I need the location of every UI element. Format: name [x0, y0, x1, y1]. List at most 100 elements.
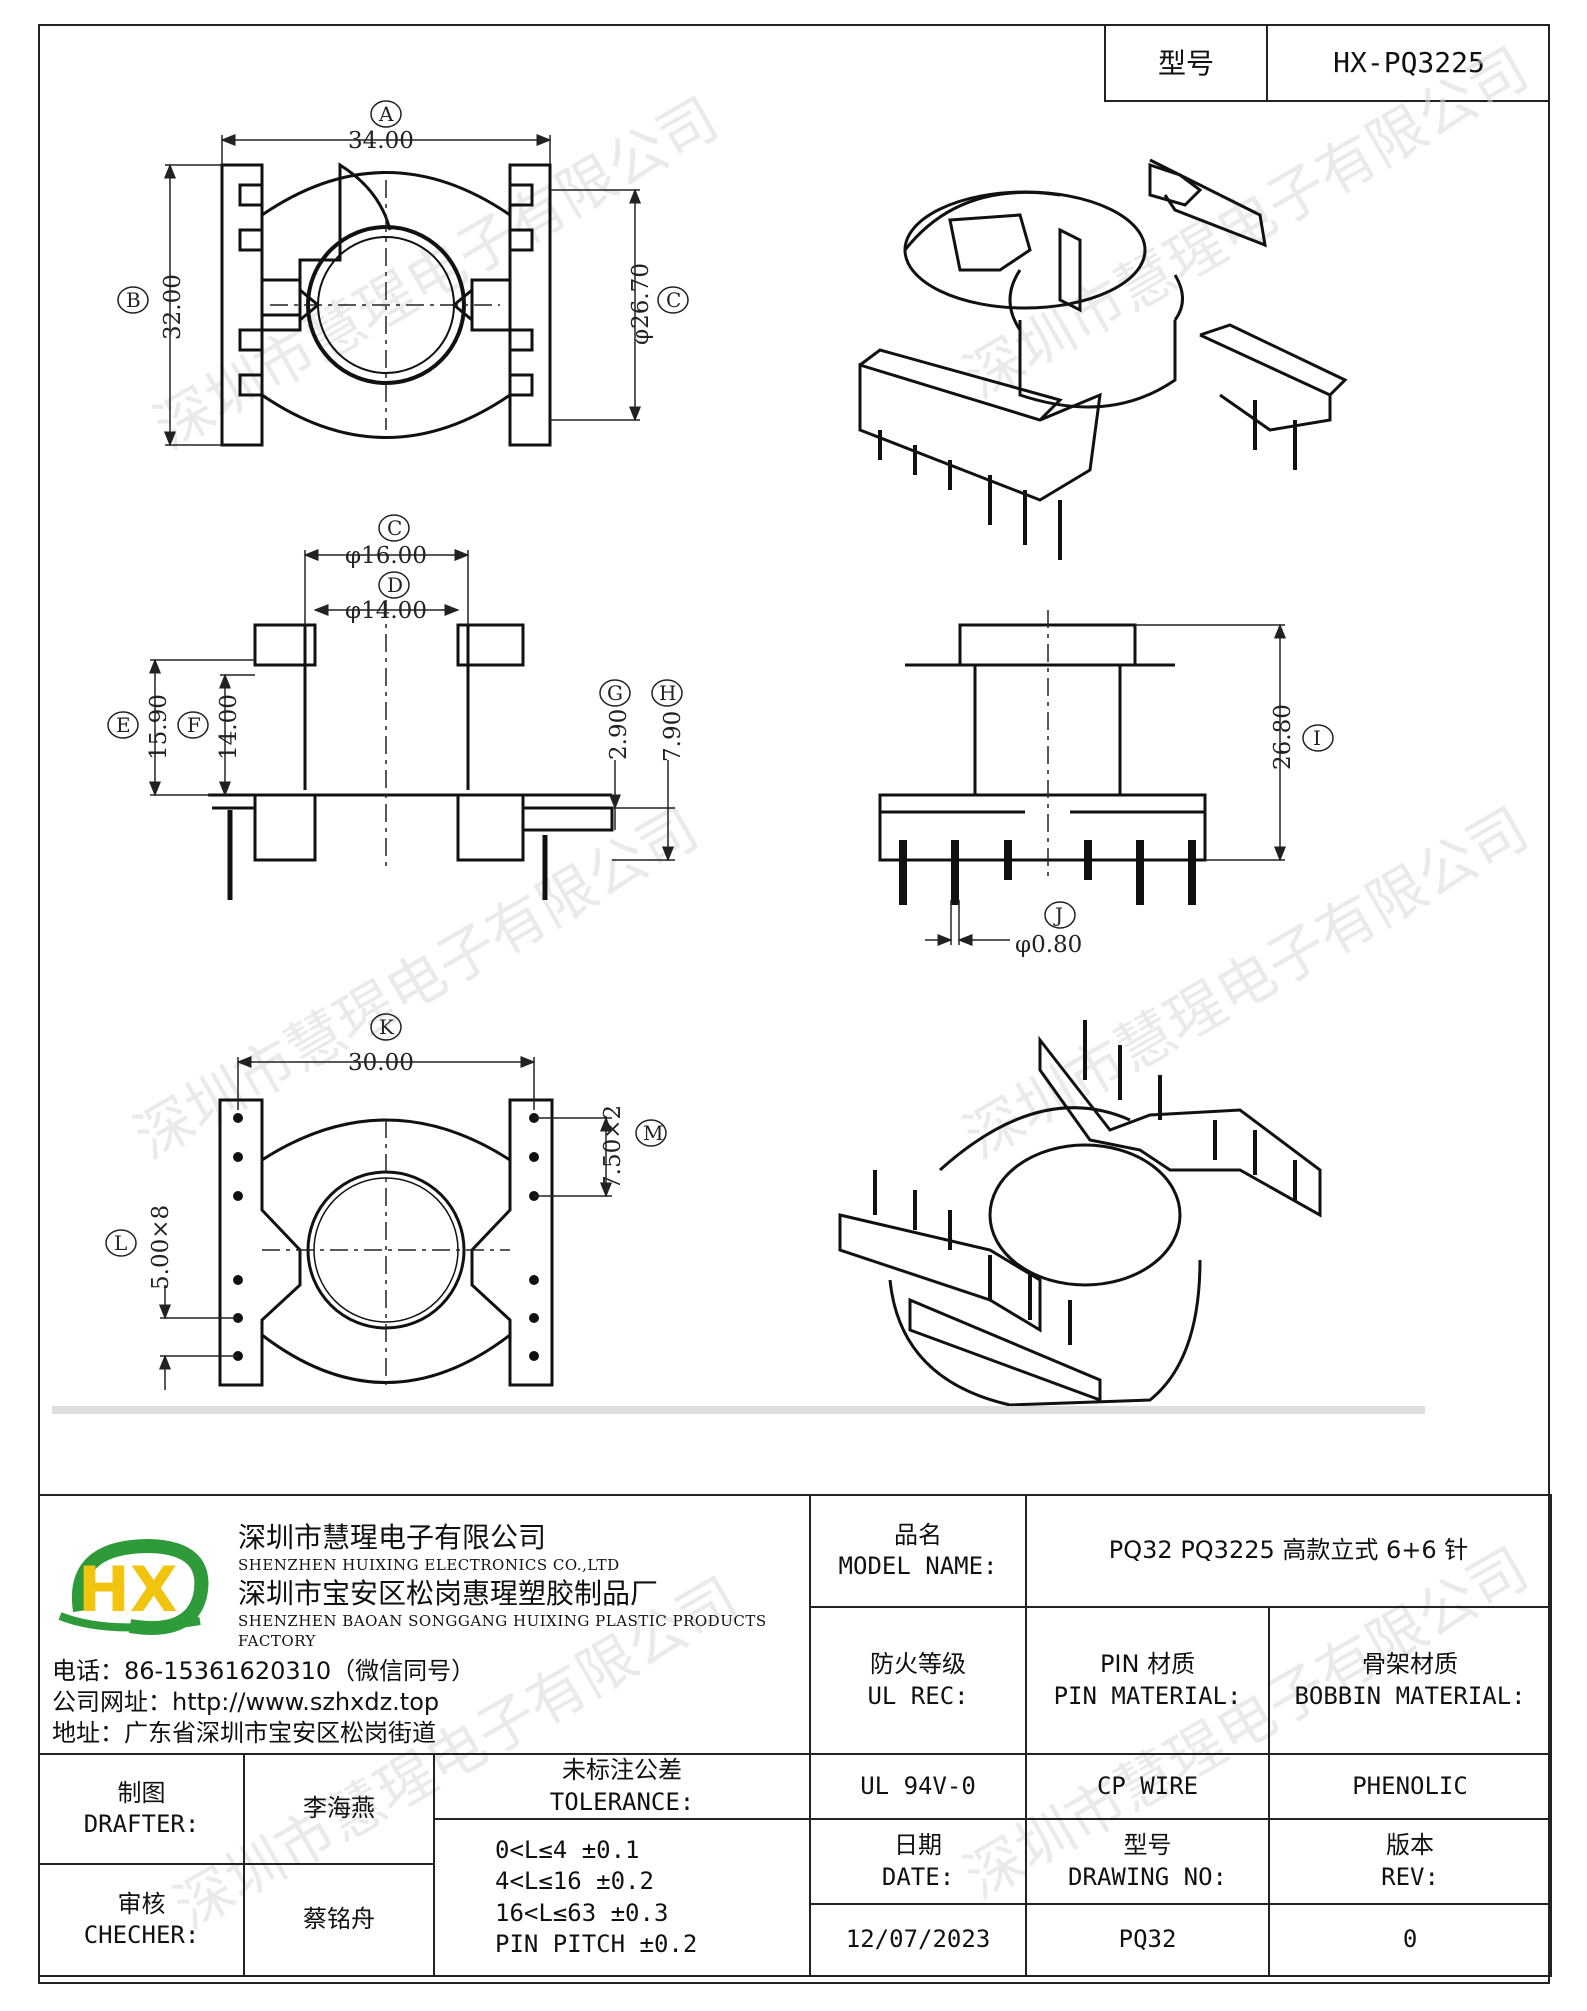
company-logo: HX: [50, 1526, 220, 1646]
model-name-value: PQ32 PQ3225 高款立式 6+6 针: [1025, 1494, 1553, 1608]
ul-rec-label-cn: 防火等级: [870, 1650, 967, 1679]
dim-K-value: 30.00: [348, 1050, 414, 1076]
dim-M-tag: M: [643, 1121, 663, 1145]
isometric-view-top: [858, 158, 1348, 560]
tolerance-line-3: 16<L≤63 ±0.3: [495, 1898, 669, 1927]
side-view: [878, 623, 1207, 905]
dim-B-tag: B: [126, 288, 141, 312]
bobbin-material-label-cn: 骨架材质: [1362, 1650, 1459, 1679]
dim-D-tag: D: [387, 573, 403, 597]
checker-name: 蔡铭舟: [243, 1863, 435, 1977]
title-block: HX 深圳市慧瑆电子有限公司 SHENZHEN HUIXING ELECTRON…: [37, 1494, 1553, 1977]
company-name-block: 深圳市慧瑆电子有限公司 SHENZHEN HUIXING ELECTRONICS…: [238, 1520, 809, 1651]
tolerance-values: 0<L≤4 ±0.1 4<L≤16 ±0.2 16<L≤63 ±0.3 PIN …: [432, 1818, 812, 1977]
factory-name-en: SHENZHEN BAOAN SONGGANG HUIXING PLASTIC …: [238, 1612, 767, 1650]
tolerance-line-2: 4<L≤16 ±0.2: [495, 1867, 654, 1896]
dim-J-tag: J: [1053, 903, 1063, 927]
model-name-label: 品名 MODEL NAME:: [809, 1494, 1028, 1608]
bottom-view: [218, 1098, 554, 1387]
dim-H-value: 7.90: [660, 711, 686, 762]
dim-I-value: 26.80: [1270, 704, 1296, 770]
ul-rec-label-en: UL REC:: [867, 1681, 969, 1710]
checker-label-en: CHECHER:: [83, 1921, 200, 1949]
checker-label-cn: 审核: [117, 1889, 166, 1918]
bobbin-material-label: 骨架材质 BOBBIN MATERIAL:: [1268, 1606, 1553, 1755]
rev-value: 0: [1268, 1903, 1553, 1977]
dim-G-tag: G: [607, 681, 623, 705]
dim-B-value: 32.00: [160, 274, 186, 340]
dim-D-value: φ14.00: [345, 598, 427, 624]
drafter-name: 李海燕: [243, 1753, 435, 1865]
top-view-centerlines: [270, 180, 500, 430]
tolerance-label-en: TOLERANCE:: [549, 1787, 695, 1816]
address-text: 地址：广东省深圳市宝安区松岗街道: [52, 1719, 436, 1748]
checker-label: 审核 CHECHER:: [38, 1863, 245, 1977]
date-label-cn: 日期: [894, 1831, 943, 1860]
ul-rec-value: UL 94V-0: [809, 1753, 1028, 1820]
dim-A-tag: A: [378, 102, 394, 126]
pin-material-label: PIN 材质 PIN MATERIAL:: [1025, 1606, 1271, 1755]
dim-K-tag: K: [379, 1015, 395, 1039]
contact-block: 电话：86-15361620310（微信同号） 公司网址：http://www.…: [52, 1656, 475, 1750]
header-model-label: 型号: [1106, 24, 1268, 100]
rev-label-en: REV:: [1381, 1862, 1439, 1891]
dim-E-tag: E: [116, 713, 131, 737]
dim-I-tag: I: [1313, 726, 1321, 750]
drawing-no-value: PQ32: [1025, 1903, 1271, 1977]
company-info-cell: HX 深圳市慧瑆电子有限公司 SHENZHEN HUIXING ELECTRON…: [37, 1494, 812, 1755]
drafter-label-cn: 制图: [117, 1778, 166, 1807]
drawing-no-label-en: DRAWING NO:: [1068, 1862, 1227, 1891]
drawing-sheet: [38, 24, 1550, 1984]
tolerance-line-4: PIN PITCH ±0.2: [495, 1929, 698, 1958]
bobbin-material-value: PHENOLIC: [1268, 1753, 1553, 1820]
header-model-value: HX-PQ3225: [1333, 45, 1485, 79]
rev-label-cn: 版本: [1386, 1831, 1435, 1860]
dim-M-value: 7.50×2: [600, 1105, 626, 1190]
bottom-view-centerlines: [262, 1120, 510, 1385]
dim-E-value: 15.90: [146, 694, 172, 760]
bobbin-material-label-en: BOBBIN MATERIAL:: [1294, 1681, 1526, 1710]
side-view-dimensions: [925, 623, 1334, 946]
dim-C-top-value: φ26.70: [628, 263, 654, 345]
drawing-no-label-cn: 型号: [1123, 1831, 1172, 1860]
date-value: 12/07/2023: [809, 1903, 1028, 1977]
drafter-label: 制图 DRAFTER:: [38, 1753, 245, 1865]
company-name-cn: 深圳市慧瑆电子有限公司: [238, 1521, 547, 1554]
dim-L-tag: L: [114, 1231, 127, 1255]
website-text: 公司网址：http://www.szhxdz.top: [52, 1688, 440, 1717]
tolerance-line-1: 0<L≤4 ±0.1: [495, 1836, 640, 1865]
date-label: 日期 DATE:: [809, 1818, 1028, 1905]
dim-F-value: 14.00: [216, 694, 242, 760]
ul-rec-label: 防火等级 UL REC:: [809, 1606, 1028, 1755]
dim-A-value: 34.00: [348, 128, 414, 154]
dim-L-value: 5.00×8: [148, 1205, 174, 1290]
dim-C-mid-tag: C: [387, 516, 402, 540]
pin-material-value: CP WIRE: [1025, 1753, 1271, 1820]
top-view-dimensions: [117, 100, 689, 447]
phone-text: 电话：86-15361620310（微信同号）: [52, 1657, 476, 1685]
rev-label: 版本 REV:: [1268, 1818, 1553, 1905]
drawing-no-label: 型号 DRAWING NO:: [1025, 1818, 1271, 1905]
model-name-label-en: MODEL NAME:: [838, 1552, 998, 1580]
dim-J-value: φ0.80: [1015, 932, 1082, 958]
model-name-label-cn: 品名: [894, 1520, 943, 1549]
drafter-label-en: DRAFTER:: [83, 1810, 200, 1838]
date-label-en: DATE:: [881, 1862, 955, 1891]
logo-letters: HX: [78, 1553, 178, 1626]
dim-C-mid-value: φ16.00: [345, 543, 427, 569]
dim-F-tag: F: [187, 713, 201, 737]
pin-material-label-en: PIN MATERIAL:: [1053, 1681, 1242, 1710]
front-view: [208, 623, 614, 900]
tolerance-label: 未标注公差 TOLERANCE:: [432, 1753, 812, 1820]
bottom-view-dimensions: [105, 1013, 667, 1390]
dim-C-top-tag: C: [666, 288, 681, 312]
isometric-view-bottom: [838, 1020, 1322, 1407]
factory-name-cn: 深圳市宝安区松岗惠瑆塑胶制品厂: [238, 1576, 659, 1610]
front-view-dimensions: [107, 514, 683, 862]
dim-H-tag: H: [659, 681, 676, 705]
dim-G-value: 2.90: [606, 709, 632, 760]
company-name-en: SHENZHEN HUIXING ELECTRONICS CO.,LTD: [238, 1556, 620, 1575]
tolerance-label-cn: 未标注公差: [562, 1756, 683, 1785]
header-model-box: 型号 HX-PQ3225: [1104, 24, 1550, 102]
pin-material-label-cn: PIN 材质: [1099, 1650, 1196, 1679]
